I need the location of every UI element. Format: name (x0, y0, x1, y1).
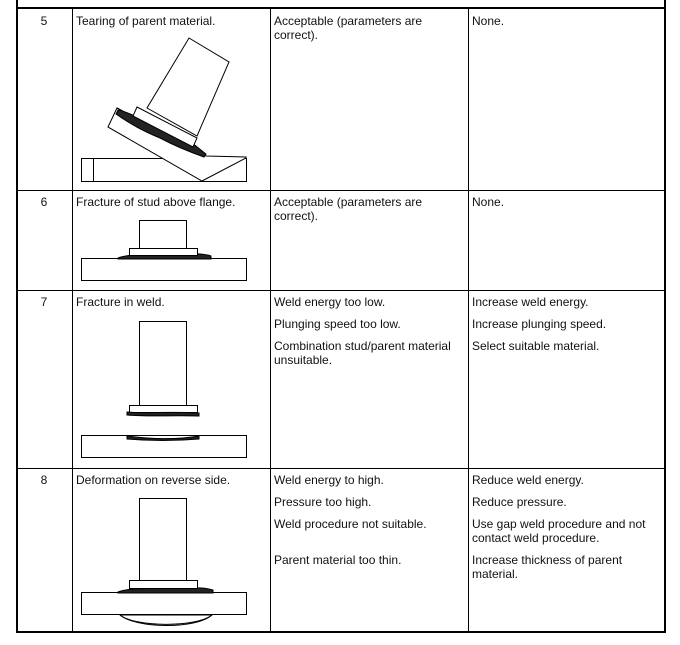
cause: Parent material too thin. (274, 553, 402, 567)
cause: Plunging speed too low. (274, 317, 401, 331)
row-number: 7 (40, 295, 48, 309)
remedy-list: None. (472, 195, 657, 217)
row-number: 6 (40, 195, 48, 209)
cause: Acceptable (parameters are correct). (274, 14, 423, 42)
weld-fracture-illustration (81, 321, 247, 458)
tearing-illustration (81, 37, 247, 182)
cause: Weld procedure not suitable. (274, 517, 427, 531)
cause-list: Acceptable (parameters are correct). (274, 14, 434, 50)
row-number: 8 (40, 473, 48, 487)
row-number: 5 (40, 14, 48, 28)
remedy: None. (472, 14, 505, 28)
cause: Pressure too high. (274, 495, 372, 509)
deformation-illustration (81, 498, 247, 626)
fault-description: Fracture of stud above flange. (76, 195, 236, 209)
cause: Weld energy to high. (274, 473, 384, 487)
remedy: Select suitable material. (472, 339, 600, 353)
remedy: Increase weld energy. (472, 295, 589, 309)
remedy-list: Increase weld energy. Increase plunging … (472, 295, 657, 361)
cause-list: Acceptable (parameters are correct). (274, 195, 434, 231)
fault-description: Tearing of parent material. (76, 14, 216, 28)
stud-fracture-illustration (81, 220, 247, 281)
remedy: Reduce weld energy. (472, 473, 584, 487)
remedy: Reduce pressure. (472, 495, 567, 509)
remedy-list: None. (472, 14, 657, 36)
remedy: Increase thickness of parent material. (472, 553, 623, 581)
cause: Combination stud/parent material unsuita… (274, 339, 451, 367)
remedy: Increase plunging speed. (472, 317, 607, 331)
remedy-list: Reduce weld energy. Reduce pressure. Use… (472, 473, 657, 589)
cause: Weld energy too low. (274, 295, 386, 309)
remedy: None. (472, 195, 505, 209)
cause-list: Weld energy to high. Pressure too high. … (274, 473, 459, 575)
cause: Acceptable (parameters are correct). (274, 195, 423, 223)
cause-list: Weld energy too low. Plunging speed too … (274, 295, 459, 375)
remedy: Use gap weld procedure and not contact w… (472, 517, 646, 545)
fault-description: Fracture in weld. (76, 295, 165, 309)
fault-description: Deformation on reverse side. (76, 473, 231, 487)
